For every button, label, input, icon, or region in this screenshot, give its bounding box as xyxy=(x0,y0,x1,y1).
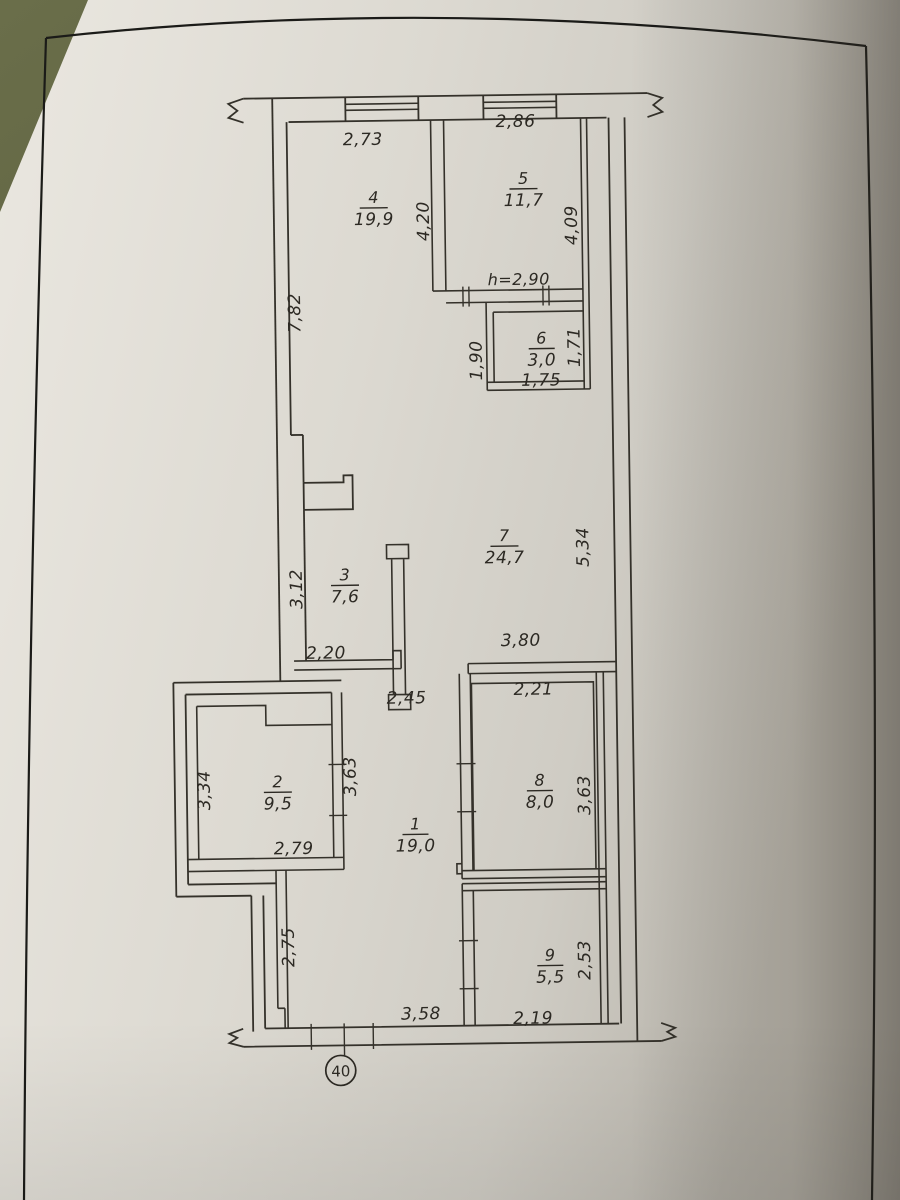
floor-plan-canvas: 40 2,73 2,86 4,20 4,09 7,82 h=2,90 1,90 … xyxy=(0,0,900,1200)
floor-plan-photo: 40 2,73 2,86 4,20 4,09 7,82 h=2,90 1,90 … xyxy=(0,0,900,1200)
bottom-shadow-overlay xyxy=(0,0,900,1200)
